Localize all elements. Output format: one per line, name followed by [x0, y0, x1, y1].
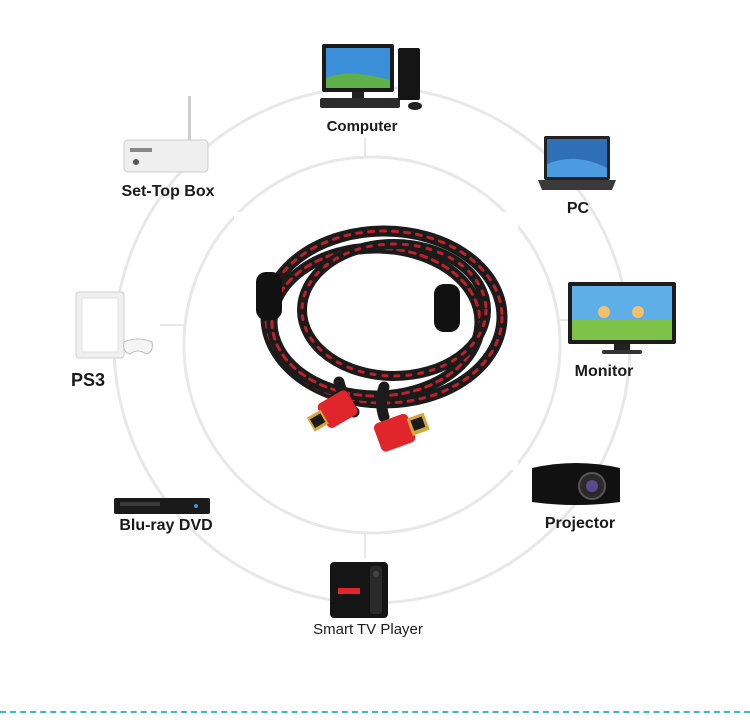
- hdmi-cable-image: [234, 212, 518, 470]
- inner-ring: [182, 155, 562, 535]
- set-top-box-icon: [123, 96, 209, 173]
- smart-tv-player-icon: [330, 562, 388, 618]
- device-label-projector: Projector: [544, 515, 616, 532]
- pc-laptop-icon: [538, 136, 616, 190]
- device-label-monitor: Monitor: [574, 363, 634, 380]
- device-label-bluray: Blu-ray DVD: [119, 517, 213, 534]
- projector-icon: [532, 463, 620, 505]
- device-label-pc: PC: [566, 200, 590, 217]
- computer-icon: [320, 44, 422, 110]
- ps3-console-icon: [75, 291, 153, 359]
- device-label-set-top-box: Set-Top Box: [121, 183, 215, 200]
- device-label-computer: Computer: [326, 118, 398, 135]
- bluray-player-icon: [114, 498, 210, 514]
- device-label-smart-tv: Smart TV Player: [313, 621, 423, 638]
- device-label-ps3: PS3: [70, 370, 106, 390]
- monitor-icon: [568, 282, 676, 354]
- dashed-separator: [0, 711, 750, 713]
